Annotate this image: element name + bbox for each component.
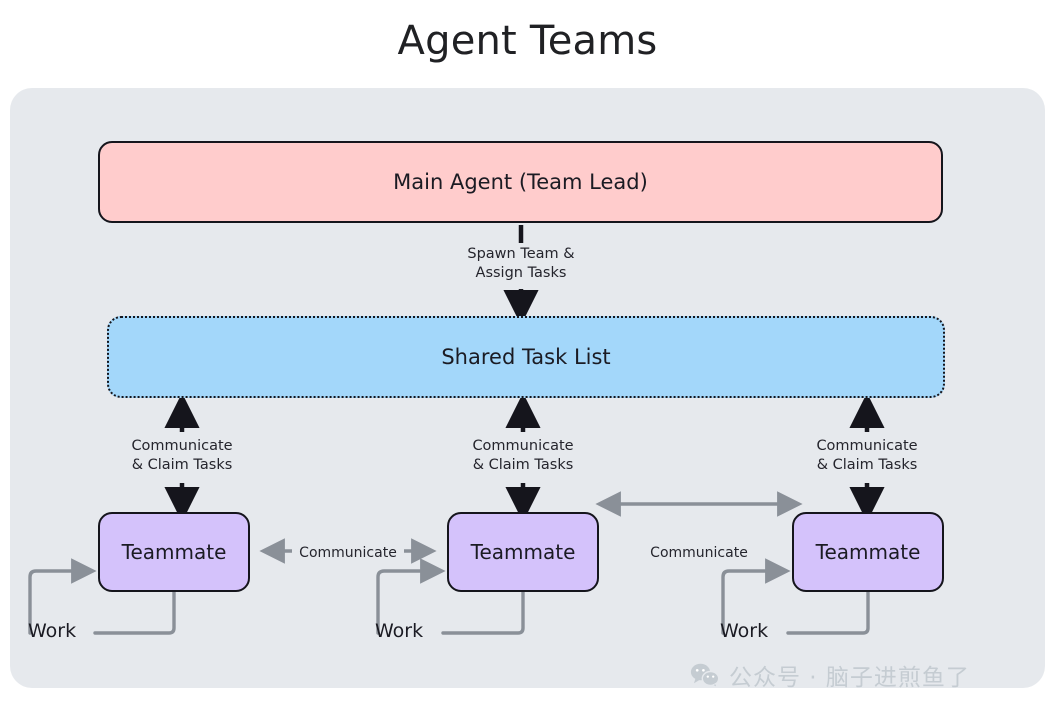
node-teammate-2[interactable]: Teammate	[447, 512, 599, 592]
page-title: Agent Teams	[397, 18, 658, 64]
edge-label-claim-tasks-3: Communicate & Claim Tasks	[816, 438, 918, 474]
edge-label-claim-tasks-1: Communicate & Claim Tasks	[131, 438, 233, 474]
edge-label-communicate-2: Communicate	[650, 545, 748, 561]
node-main-agent[interactable]: Main Agent (Team Lead)	[98, 141, 943, 223]
node-teammate-3-label: Teammate	[815, 540, 921, 564]
watermark: 公众号 · 脑子进煎鱼了	[690, 658, 970, 692]
node-teammate-1[interactable]: Teammate	[98, 512, 250, 592]
edge-label-claim-tasks-2: Communicate & Claim Tasks	[472, 438, 574, 474]
watermark-text: 公众号 · 脑子进煎鱼了	[729, 665, 970, 691]
edge-label-work-3: Work	[720, 620, 769, 642]
node-main-agent-label: Main Agent (Team Lead)	[393, 170, 648, 194]
node-teammate-3[interactable]: Teammate	[792, 512, 944, 592]
node-teammate-2-label: Teammate	[470, 540, 576, 564]
node-shared-task-list-label: Shared Task List	[441, 345, 611, 369]
node-teammate-1-label: Teammate	[121, 540, 227, 564]
edge-label-communicate-1: Communicate	[299, 545, 397, 561]
wechat-icon	[690, 663, 720, 688]
node-shared-task-list[interactable]: Shared Task List	[107, 316, 945, 398]
edge-label-work-1: Work	[28, 620, 77, 642]
edge-label-spawn-tasks: Spawn Team & Assign Tasks	[467, 246, 575, 282]
edge-label-work-2: Work	[375, 620, 424, 642]
